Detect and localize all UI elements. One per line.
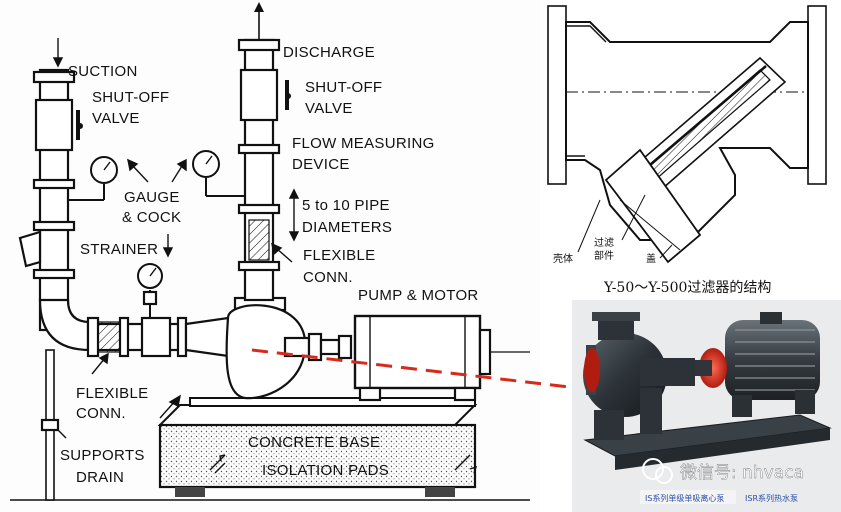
photo-tag-right: ISR系列热水泵: [745, 493, 798, 503]
strainer-caption: Y-50～Y-500过滤器的结构: [603, 280, 771, 296]
label-supports: SUPPORTS: [60, 447, 145, 464]
label-gauge-1: GAUGE: [124, 189, 180, 206]
label-pipe-1: 5 to 10 PIPE: [302, 197, 390, 214]
installation-schematic: SUCTION SHUT-OFF VALVE DISCHARGE SHUT-OF…: [10, 2, 530, 501]
photo-tag-left: IS系列单级单吸离心泵: [645, 493, 724, 503]
label-shutoff-left-1: SHUT-OFF: [92, 89, 169, 106]
label-flow-2: DEVICE: [292, 156, 350, 173]
label-flex-left-1: FLEXIBLE: [76, 385, 148, 402]
label-discharge: DISCHARGE: [283, 44, 375, 61]
pump-baseplate: [189, 397, 476, 407]
label-shutoff-right-2: VALVE: [305, 100, 353, 117]
strainer-part-filter-2: 部件: [594, 249, 614, 262]
pump-photo: IS系列单级单吸离心泵 ISR系列热水泵 微信号: nhvaca: [572, 300, 841, 512]
label-strainer: STRAINER: [80, 241, 158, 258]
label-flow-1: FLOW MEASURING: [292, 135, 435, 152]
label-flex-left-2: CONN.: [76, 405, 126, 422]
y-strainer-section: 壳体 过滤 部件 盖 Y-50～Y-500过滤器的结构: [540, 0, 841, 300]
callout-arrows: [52, 38, 300, 439]
label-flex-right-1: FLEXIBLE: [303, 247, 375, 264]
gauge-left: [68, 156, 118, 201]
label-concrete-base: CONCRETE BASE: [248, 434, 380, 451]
label-shutoff-right-1: SHUT-OFF: [305, 79, 382, 96]
strainer-part-cover: 盖: [646, 252, 656, 265]
strainer-part-filter-1: 过滤: [594, 236, 614, 249]
watermark-text: 微信号: nhvaca: [680, 463, 804, 483]
label-suction: SUCTION: [68, 63, 138, 80]
suction-pipe: [18, 68, 92, 501]
label-shutoff-left-2: VALVE: [92, 110, 140, 127]
label-drain: DRAIN: [76, 469, 124, 486]
gauge-right: [192, 150, 245, 197]
motor: [353, 314, 530, 402]
label-isolation-pads: ISOLATION PADS: [262, 462, 389, 479]
wechat-watermark: 微信号: nhvaca: [642, 458, 804, 484]
horizontal-suction-line: [86, 263, 230, 358]
label-pipe-2: DIAMETERS: [302, 219, 392, 236]
label-gauge-2: & COCK: [122, 209, 181, 226]
strainer-part-shell: 壳体: [553, 252, 573, 265]
discharge-pipe: [237, 2, 291, 302]
schematic-labels: SUCTION SHUT-OFF VALVE DISCHARGE SHUT-OF…: [60, 44, 479, 486]
label-flex-right-2: CONN.: [303, 269, 353, 286]
red-dashed-connector: [251, 348, 596, 392]
label-pump-motor: PUMP & MOTOR: [358, 287, 479, 304]
